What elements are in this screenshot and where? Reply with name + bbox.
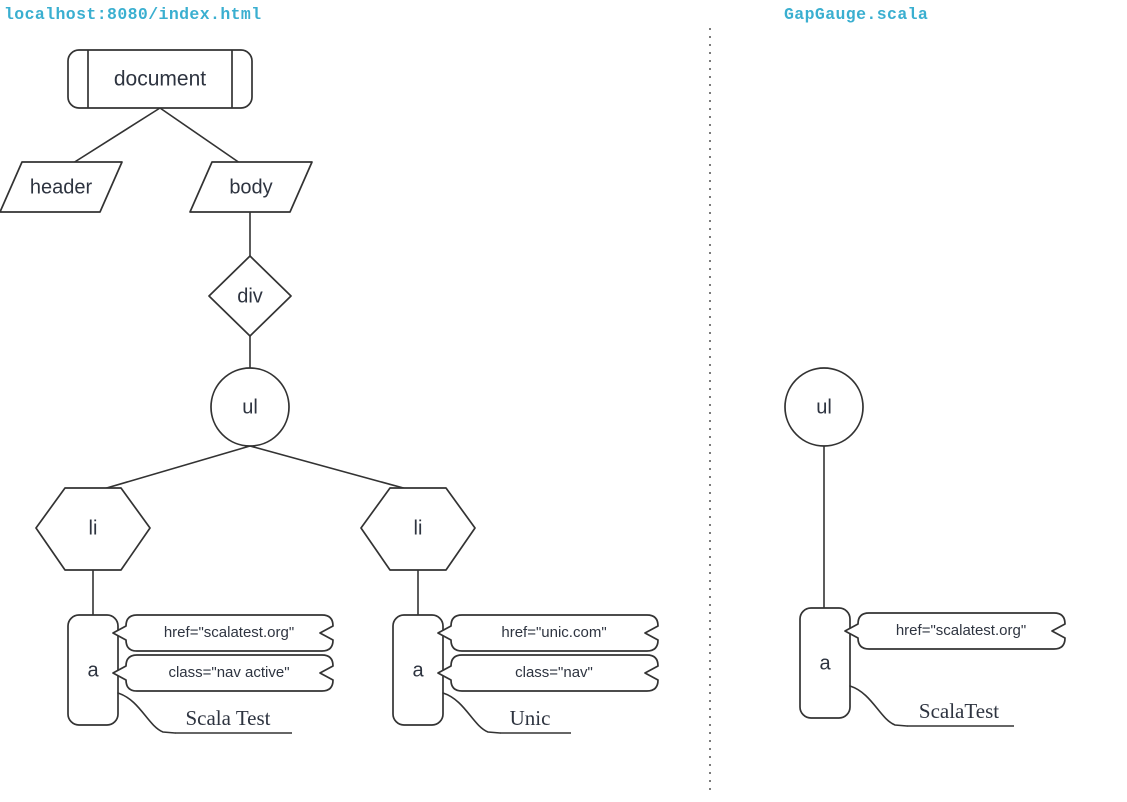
node-li-1[interactable]: li — [35, 487, 151, 571]
node-li-2[interactable]: li — [360, 487, 476, 571]
node-right-ul[interactable]: ul — [784, 367, 864, 447]
node-li-2-label: li — [414, 517, 423, 539]
attribute-ribbon-3-shape — [437, 614, 659, 652]
attribute-ribbon-2-shape — [112, 654, 334, 692]
node-a-1-label: a — [87, 659, 99, 681]
node-header[interactable]: header — [0, 161, 123, 213]
node-body[interactable]: body — [189, 161, 313, 213]
attribute-ribbon-5-shape — [844, 612, 1066, 650]
attribute-ribbon-4-label: class="nav" — [515, 664, 593, 681]
edge-ul-li1 — [92, 445, 251, 493]
text-node-unic-connector — [442, 692, 501, 734]
edge-document-body — [159, 107, 251, 171]
attribute-ribbon-1-label: href="scalatest.org" — [164, 624, 294, 641]
text-node-unic[interactable]: Unic — [442, 692, 571, 734]
text-node-scalatest-right-connector — [849, 685, 908, 727]
node-body-label: body — [229, 176, 272, 198]
attribute-ribbon-class-nav[interactable]: class="nav" — [437, 654, 659, 692]
right-panel-title: GapGauge.scala — [784, 5, 929, 24]
node-right-a-shape — [799, 607, 851, 719]
node-li-1-shape — [35, 487, 151, 571]
node-ul[interactable]: ul — [210, 367, 290, 447]
node-right-ul-shape — [784, 367, 864, 447]
node-a-2[interactable]: a — [392, 614, 444, 726]
node-ul-label: ul — [242, 396, 258, 418]
attribute-ribbon-4-shape — [437, 654, 659, 692]
left-panel-title: localhost:8080/index.html — [4, 5, 262, 24]
node-document[interactable]: document — [67, 49, 253, 109]
left-tree-edges — [61, 107, 419, 615]
node-header-shape — [0, 161, 123, 213]
text-node-scala-test-label: Scala Test — [185, 706, 270, 730]
node-div[interactable]: div — [208, 255, 292, 337]
node-right-ul-label: ul — [816, 396, 832, 418]
node-right-a-label: a — [819, 652, 831, 674]
node-body-shape — [189, 161, 313, 213]
text-node-scala-test-connector — [117, 692, 176, 734]
attribute-ribbon-class-nav-active[interactable]: class="nav active" — [112, 654, 334, 692]
text-node-scalatest-right[interactable]: ScalaTest — [849, 685, 1014, 727]
node-div-shape — [208, 255, 292, 337]
edge-ul-li2 — [249, 445, 419, 493]
attribute-ribbon-href-unic[interactable]: href="unic.com" — [437, 614, 659, 652]
node-ul-shape — [210, 367, 290, 447]
text-node-scalatest-right-label: ScalaTest — [919, 699, 999, 723]
node-a-2-label: a — [412, 659, 424, 681]
text-node-unic-label: Unic — [510, 706, 551, 730]
node-header-label: header — [30, 176, 93, 198]
node-document-shape — [67, 49, 253, 109]
node-document-label: document — [114, 68, 206, 91]
edge-document-header — [61, 107, 161, 171]
attribute-ribbon-3-label: href="unic.com" — [501, 624, 606, 641]
node-li-2-shape — [360, 487, 476, 571]
attribute-ribbon-1-shape — [112, 614, 334, 652]
node-div-label: div — [237, 285, 263, 307]
attribute-ribbon-href-scalatest-left[interactable]: href="scalatest.org" — [112, 614, 334, 652]
node-a-1[interactable]: a — [67, 614, 119, 726]
attribute-ribbon-2-label: class="nav active" — [168, 664, 289, 681]
node-right-a[interactable]: a — [799, 607, 851, 719]
attribute-ribbon-href-scalatest-right[interactable]: href="scalatest.org" — [844, 612, 1066, 650]
text-node-scala-test[interactable]: Scala Test — [117, 692, 292, 734]
node-li-1-label: li — [89, 517, 98, 539]
attribute-ribbon-5-label: href="scalatest.org" — [896, 622, 1026, 639]
